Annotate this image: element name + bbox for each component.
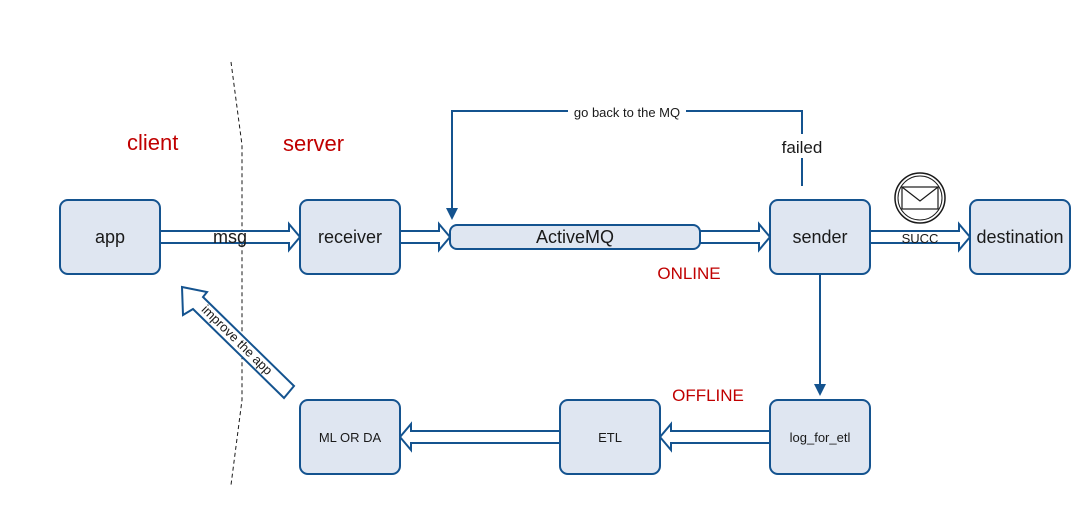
log-to-etl-arrow xyxy=(658,421,771,453)
etl-node-label: ETL xyxy=(598,430,622,445)
sender-to-log-arrowhead xyxy=(814,384,826,396)
improve-app-arrow xyxy=(180,285,296,400)
sender-to-destination-arrow xyxy=(869,221,972,253)
offline-label: OFFLINE xyxy=(672,386,744,405)
server-zone-label: server xyxy=(283,131,344,156)
failed-label-bg xyxy=(778,134,826,158)
app-node-label: app xyxy=(95,227,125,247)
online-label: ONLINE xyxy=(657,264,720,283)
envelope-icon xyxy=(894,172,946,224)
receiver-node-label: receiver xyxy=(318,227,382,247)
failed-label: failed xyxy=(782,138,823,157)
etl-node[interactable]: ETL xyxy=(559,399,661,475)
log-for-etl-node[interactable]: log_for_etl xyxy=(769,399,871,475)
ml-or-da-node[interactable]: ML OR DA xyxy=(299,399,401,475)
app-node[interactable]: app xyxy=(59,199,161,275)
receiver-node[interactable]: receiver xyxy=(299,199,401,275)
go-back-label-bg xyxy=(568,102,686,120)
go-back-label: go back to the MQ xyxy=(574,105,680,120)
improve-app-label: improve the app xyxy=(199,302,276,378)
activemq-to-sender-arrow xyxy=(699,221,772,253)
msg-label: msg xyxy=(213,227,247,247)
succ-label: SUCC xyxy=(902,231,939,246)
log-for-etl-node-label: log_for_etl xyxy=(790,430,851,445)
destination-node-label: destination xyxy=(976,227,1063,247)
sender-node[interactable]: sender xyxy=(769,199,871,275)
go-back-connector xyxy=(451,110,803,210)
sender-node-label: sender xyxy=(792,227,847,247)
activemq-node-label: ActiveMQ xyxy=(536,227,614,247)
ml-or-da-node-label: ML OR DA xyxy=(319,430,382,445)
etl-to-ml-arrow xyxy=(398,421,561,453)
activemq-node[interactable]: ActiveMQ xyxy=(449,224,701,250)
client-zone-label: client xyxy=(127,130,178,155)
app-to-receiver-arrow xyxy=(159,221,302,253)
go-back-arrowhead xyxy=(446,208,458,220)
receiver-to-activemq-arrow xyxy=(399,221,452,253)
client-server-divider xyxy=(230,61,243,486)
destination-node[interactable]: destination xyxy=(969,199,1071,275)
